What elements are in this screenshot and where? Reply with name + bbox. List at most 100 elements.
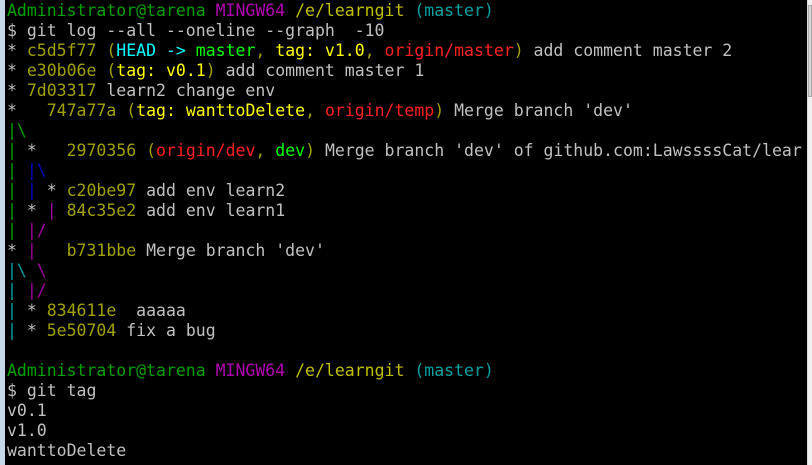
text-segment-text: aaaaa bbox=[116, 301, 186, 320]
text-segment-hash: ( bbox=[96, 61, 117, 80]
text-segment-g4: |\ bbox=[7, 261, 27, 280]
text-segment-text: * bbox=[7, 81, 27, 100]
text-segment-text: * bbox=[7, 101, 47, 120]
text-segment-hash: ) bbox=[434, 101, 445, 120]
terminal-line: v1.0 bbox=[7, 421, 802, 441]
text-segment-remote: origin/temp bbox=[324, 101, 435, 120]
text-segment-hash: , bbox=[255, 41, 276, 60]
text-segment-text: add env learn2 bbox=[136, 181, 286, 200]
text-segment-user: Administrator@tarena bbox=[7, 361, 206, 380]
text-segment-text: learn2 change env bbox=[96, 81, 276, 100]
text-segment-text bbox=[404, 361, 414, 380]
text-segment-g3: \ bbox=[26, 261, 47, 280]
text-segment-g4: | bbox=[7, 301, 27, 320]
text-segment-hash: ) bbox=[513, 41, 524, 60]
text-segment-mingw: MINGW64 bbox=[215, 1, 286, 20]
window-border bbox=[0, 0, 5, 465]
text-segment-text: add comment master 1 bbox=[215, 61, 425, 80]
text-segment-text: * bbox=[46, 181, 67, 200]
terminal-line: | * 5e50704 fix a bug bbox=[7, 321, 802, 341]
text-segment-g3: |/ bbox=[26, 221, 47, 240]
scrollbar-thumb[interactable] bbox=[808, 5, 812, 97]
text-segment-remote: origin/master bbox=[384, 41, 514, 60]
text-segment-text: $ git tag bbox=[7, 381, 97, 400]
text-segment-text bbox=[404, 1, 414, 20]
text-segment-text: * bbox=[26, 321, 47, 340]
text-segment-text: Merge branch 'dev' of github.com:Lawssss… bbox=[315, 141, 802, 160]
text-segment-hash: ( bbox=[136, 141, 157, 160]
text-segment-tag: tag: wanttoDelete bbox=[136, 101, 306, 120]
terminal-line: * 747a77a (tag: wanttoDelete, origin/tem… bbox=[7, 101, 802, 121]
text-segment-path: /e/learngit bbox=[295, 1, 405, 20]
text-segment-g1: | bbox=[7, 161, 27, 180]
text-segment-g2: |\ bbox=[26, 161, 47, 180]
terminal-output[interactable]: Administrator@tarena MINGW64 /e/learngit… bbox=[5, 0, 808, 465]
text-segment-text: Merge branch 'dev' bbox=[444, 101, 633, 120]
terminal-line: | | * c20be97 add env learn2 bbox=[7, 181, 802, 201]
text-segment-g3: | bbox=[46, 201, 67, 220]
text-segment-g1: |\ bbox=[7, 121, 27, 140]
text-segment-text: add comment master 2 bbox=[523, 41, 733, 60]
text-segment-mingw: MINGW64 bbox=[215, 361, 286, 380]
terminal-line: | * | 84c35e2 add env learn1 bbox=[7, 201, 802, 221]
text-segment-path: /e/learngit bbox=[295, 361, 405, 380]
text-segment-hash: 2970356 bbox=[66, 141, 137, 160]
text-segment-hash: 747a77a bbox=[46, 101, 117, 120]
terminal-line: $ git tag bbox=[7, 381, 802, 401]
terminal-line: * c5d5f77 (HEAD -> master, tag: v1.0, or… bbox=[7, 41, 802, 61]
terminal-line: * | b731bbe Merge branch 'dev' bbox=[7, 241, 802, 261]
text-segment-hash: , bbox=[255, 141, 276, 160]
text-segment-hash: e30b06e bbox=[26, 61, 97, 80]
terminal-line: | * 834611e aaaaa bbox=[7, 301, 802, 321]
terminal-lines: Administrator@tarena MINGW64 /e/learngit… bbox=[7, 1, 802, 461]
scrollbar[interactable] bbox=[807, 0, 812, 465]
text-segment-g2: | bbox=[26, 181, 47, 200]
text-segment-text: v1.0 bbox=[7, 421, 47, 440]
text-segment-g3: |/ bbox=[26, 281, 47, 300]
text-segment-hash: 5e50704 bbox=[46, 321, 117, 340]
terminal-line: | * 2970356 (origin/dev, dev) Merge bran… bbox=[7, 141, 802, 161]
text-segment-text bbox=[285, 1, 295, 20]
terminal-line: $ git log --all --oneline --graph -10 bbox=[7, 21, 802, 41]
text-segment-hash: ) bbox=[305, 141, 316, 160]
text-segment-g4: | bbox=[7, 321, 27, 340]
terminal-line: |\ \ bbox=[7, 261, 802, 281]
terminal-line: wanttoDelete bbox=[7, 441, 802, 461]
text-segment-tag: tag: v0.1 bbox=[116, 61, 206, 80]
text-segment-text bbox=[206, 1, 216, 20]
text-segment-branch: (master) bbox=[414, 361, 494, 380]
text-segment-user: Administrator@tarena bbox=[7, 1, 206, 20]
terminal-line: * e30b06e (tag: v0.1) add comment master… bbox=[7, 61, 802, 81]
terminal-line: * 7d03317 learn2 change env bbox=[7, 81, 802, 101]
text-segment-text: wanttoDelete bbox=[7, 441, 127, 460]
text-segment-hash: 7d03317 bbox=[26, 81, 97, 100]
text-segment-g1: | bbox=[7, 201, 27, 220]
terminal-line: | |/ bbox=[7, 281, 802, 301]
text-segment-hash: ( bbox=[116, 101, 137, 120]
text-segment-hash: c20be97 bbox=[66, 181, 137, 200]
text-segment-g1: | bbox=[7, 221, 27, 240]
text-segment-hash: , bbox=[305, 101, 325, 120]
terminal-line: | |/ bbox=[7, 221, 802, 241]
text-segment-text: * bbox=[26, 301, 47, 320]
text-segment-text: * bbox=[7, 61, 27, 80]
text-segment-g1: | bbox=[7, 141, 27, 160]
text-segment-text bbox=[206, 361, 216, 380]
text-segment-hash: ( bbox=[96, 41, 117, 60]
text-segment-remote: origin/dev bbox=[156, 141, 256, 160]
terminal-line: v0.1 bbox=[7, 401, 802, 421]
terminal-line: | |\ bbox=[7, 161, 802, 181]
terminal-line bbox=[7, 341, 802, 361]
text-segment-local: master bbox=[195, 41, 256, 60]
text-segment-text: Merge branch 'dev' bbox=[136, 241, 325, 260]
text-segment-hash: ) bbox=[205, 61, 216, 80]
text-segment-branch: (master) bbox=[414, 1, 494, 20]
text-segment-local: dev bbox=[275, 141, 306, 160]
text-segment-g3: | bbox=[26, 241, 67, 260]
terminal-line: |\ bbox=[7, 121, 802, 141]
text-segment-text bbox=[285, 361, 295, 380]
text-segment-text: fix a bug bbox=[116, 321, 216, 340]
text-segment-hash: b731bbe bbox=[66, 241, 137, 260]
text-segment-hash: , bbox=[364, 41, 385, 60]
terminal-line: Administrator@tarena MINGW64 /e/learngit… bbox=[7, 361, 802, 381]
